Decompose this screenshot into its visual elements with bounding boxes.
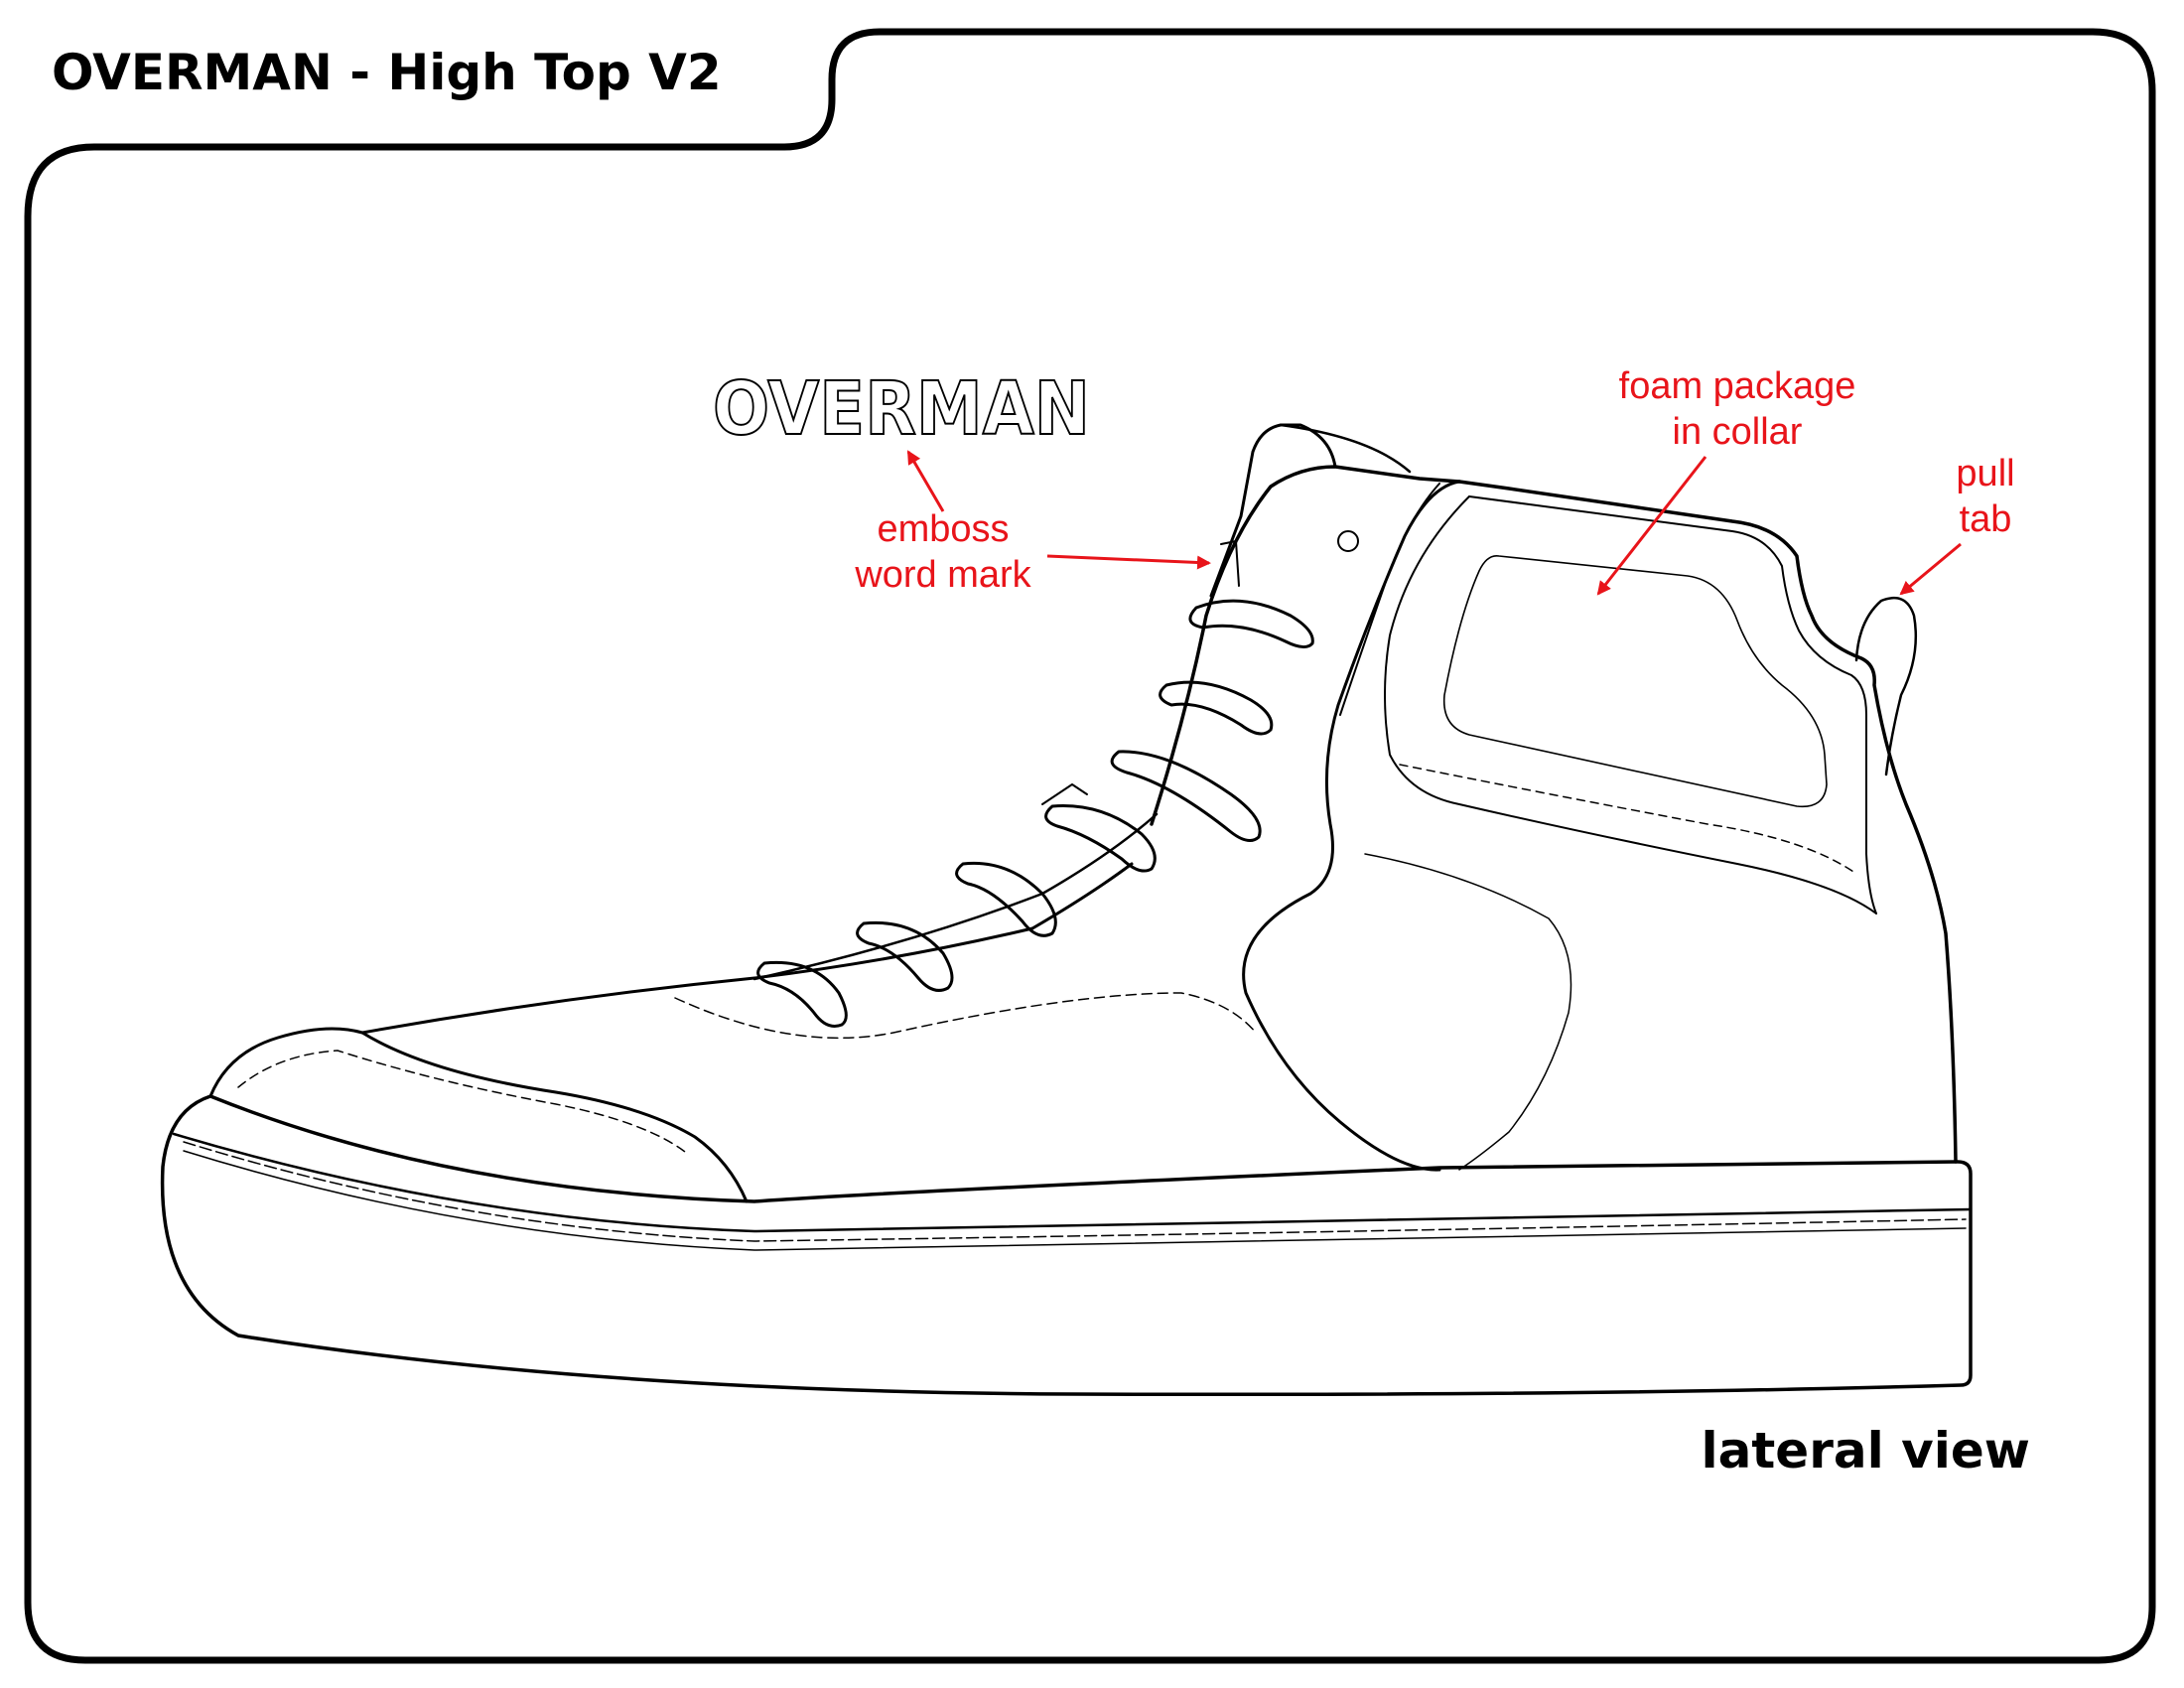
arrow-emboss-to-tongue: [1046, 554, 1211, 570]
view-label: lateral view: [1701, 1422, 2030, 1479]
vamp-topline: [360, 862, 1134, 1035]
foam-package: [1442, 554, 1828, 808]
callout-foam-package: foam package in collar: [1588, 363, 1886, 455]
sole: [160, 1094, 1973, 1397]
arrow-emboss-to-wordmark: [906, 450, 945, 512]
callout-foam-line1: foam package: [1618, 365, 1856, 407]
laces: [756, 599, 1314, 1028]
shoe-drawing: [160, 423, 1973, 1397]
quarter-panel: [1242, 480, 1461, 1172]
collar: [1457, 480, 1958, 1164]
arrow-pull-tab: [1899, 542, 1962, 596]
annotation-arrows: [906, 450, 1962, 596]
overman-wordmark: OVERMAN: [713, 366, 1090, 452]
callout-pull-tab: pull tab: [1916, 451, 2055, 542]
eyelet-top: [1337, 530, 1359, 552]
callout-pull-line1: pull: [1956, 453, 2015, 494]
callout-emboss-word-mark: emboss word mark: [824, 506, 1062, 598]
eyestay: [1150, 465, 1461, 826]
foam-collar-panel: [1468, 495, 1877, 914]
callout-foam-line2: in collar: [1672, 411, 1803, 453]
toe-cap: [208, 1027, 749, 1203]
sheet-frame: [24, 28, 2156, 1664]
sheet-title: OVERMAN - High Top V2: [52, 44, 722, 101]
pull-tab: [1854, 596, 1918, 776]
arrow-foam-package: [1596, 456, 1707, 596]
callout-emboss-line1: emboss: [877, 508, 1010, 550]
callout-emboss-line2: word mark: [855, 554, 1031, 596]
callout-pull-line2: tab: [1959, 498, 2012, 540]
